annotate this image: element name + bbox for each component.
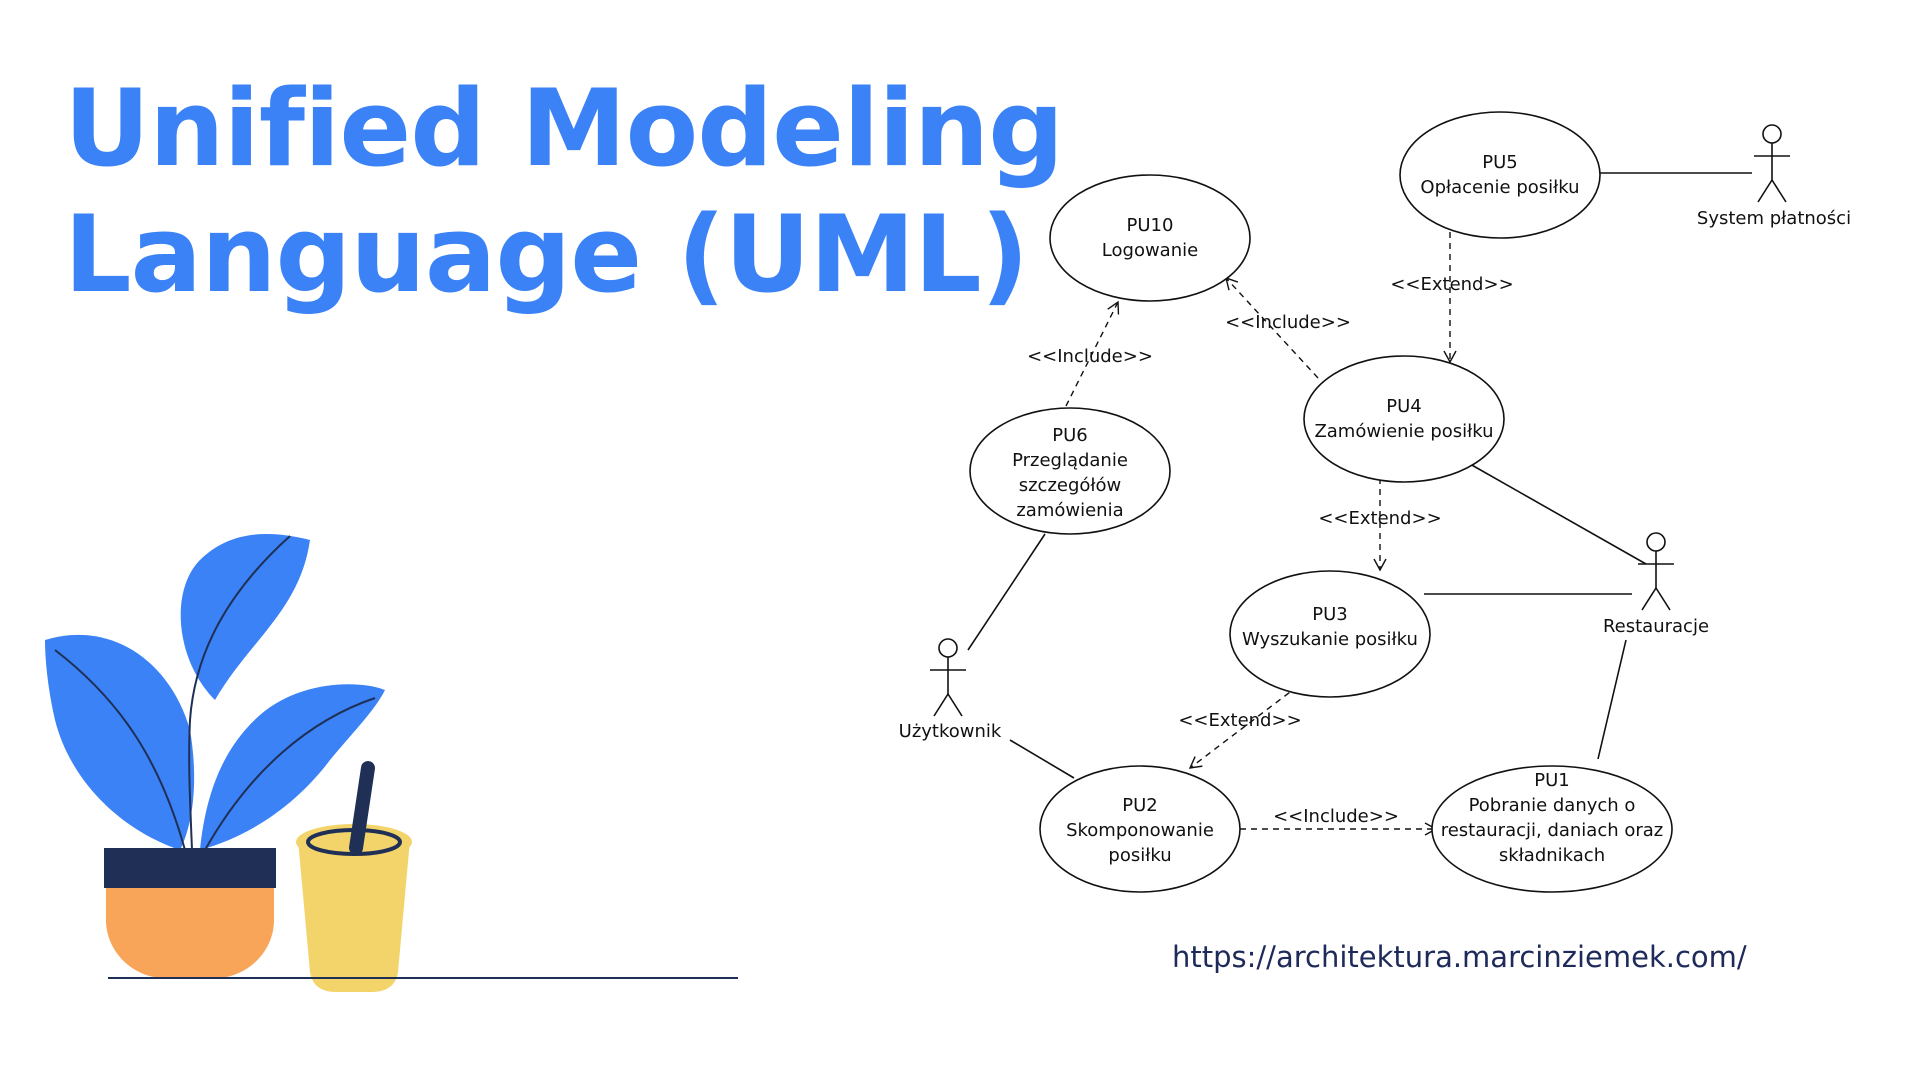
actor-restauracje: Restauracje [1603, 532, 1709, 637]
cup-icon [296, 761, 412, 992]
association-pu1-restauracje [1597, 639, 1627, 760]
use-case-pu2-line-2: Skomponowanie [1066, 820, 1214, 841]
page-title: Unified Modeling Language (UML) [64, 66, 1064, 318]
use-case-pu5: PU5 Opłacenie posiłku [1399, 111, 1601, 239]
dependency-pu6-pu10 [1065, 300, 1120, 407]
use-case-pu5-id: PU5 [1482, 152, 1517, 173]
use-case-pu1-id: PU1 [1534, 770, 1569, 791]
plant-icon [45, 534, 385, 978]
use-case-pu6-line-3: szczegółów [1019, 475, 1122, 496]
use-case-pu6-line-4: zamówienia [1016, 500, 1123, 521]
use-case-pu10-id: PU10 [1127, 215, 1174, 236]
association-uzytkownik-pu2 [1009, 739, 1075, 779]
use-case-pu5-name: Opłacenie posiłku [1420, 177, 1579, 198]
relation-label-pu4-pu10: <<Include>> [1225, 312, 1351, 333]
use-case-pu2: PU2 Skomponowanie posiłku [1039, 765, 1241, 893]
title-line-1: Unified Modeling [64, 67, 1064, 190]
use-case-pu10: PU10 Logowanie [1049, 174, 1251, 302]
use-case-pu1-line-3: restauracji, daniach oraz [1441, 820, 1664, 841]
use-case-pu6-id: PU6 [1052, 425, 1087, 446]
relation-label-pu6-pu10: <<Include>> [1027, 346, 1153, 367]
relation-label-pu5-pu4: <<Extend>> [1390, 274, 1513, 295]
use-case-pu6: PU6 Przeglądanie szczegółów zamówienia [969, 407, 1171, 535]
use-case-pu1-line-2: Pobranie danych o [1469, 795, 1636, 816]
source-url[interactable]: https://architektura.marcinziemek.com/ [1172, 940, 1747, 974]
use-case-pu6-line-2: Przeglądanie [1012, 450, 1128, 471]
actor-label-system: System płatności [1697, 208, 1851, 229]
use-case-pu4-id: PU4 [1386, 396, 1421, 417]
use-case-pu10-name: Logowanie [1102, 240, 1198, 261]
use-case-pu1: PU1 Pobranie danych o restauracji, dania… [1431, 765, 1673, 893]
dependency-pu3-pu2 [1188, 685, 1299, 769]
title-line-2: Language (UML) [64, 193, 1029, 316]
stick-figure-icon [930, 638, 966, 717]
actor-system-platnosci: System płatności [1697, 124, 1851, 229]
actor-uzytkownik: Użytkownik [899, 638, 1002, 742]
stick-figure-icon [1754, 124, 1790, 203]
actor-label-uzytkownik: Użytkownik [899, 721, 1002, 742]
relation-label-pu3-pu2: <<Extend>> [1178, 710, 1301, 731]
relation-label-pu2-pu1: <<Include>> [1273, 806, 1399, 827]
association-pu4-restauracje [1469, 463, 1647, 565]
actor-label-restauracje: Restauracje [1603, 616, 1709, 637]
use-case-pu4-name: Zamówienie posiłku [1314, 421, 1493, 442]
stick-figure-icon [1638, 532, 1674, 611]
use-case-pu1-line-4: składnikach [1499, 845, 1605, 866]
use-case-pu3: PU3 Wyszukanie posiłku [1229, 570, 1431, 698]
use-case-pu2-id: PU2 [1122, 795, 1157, 816]
relation-label-pu4-pu3: <<Extend>> [1318, 508, 1441, 529]
use-case-pu4: PU4 Zamówienie posiłku [1303, 355, 1505, 483]
use-case-pu3-name: Wyszukanie posiłku [1242, 629, 1418, 650]
use-case-pu2-line-3: posiłku [1108, 845, 1171, 866]
association-uzytkownik-pu6 [967, 533, 1046, 651]
dependency-pu4-pu10 [1225, 276, 1319, 379]
use-case-pu3-id: PU3 [1312, 604, 1347, 625]
